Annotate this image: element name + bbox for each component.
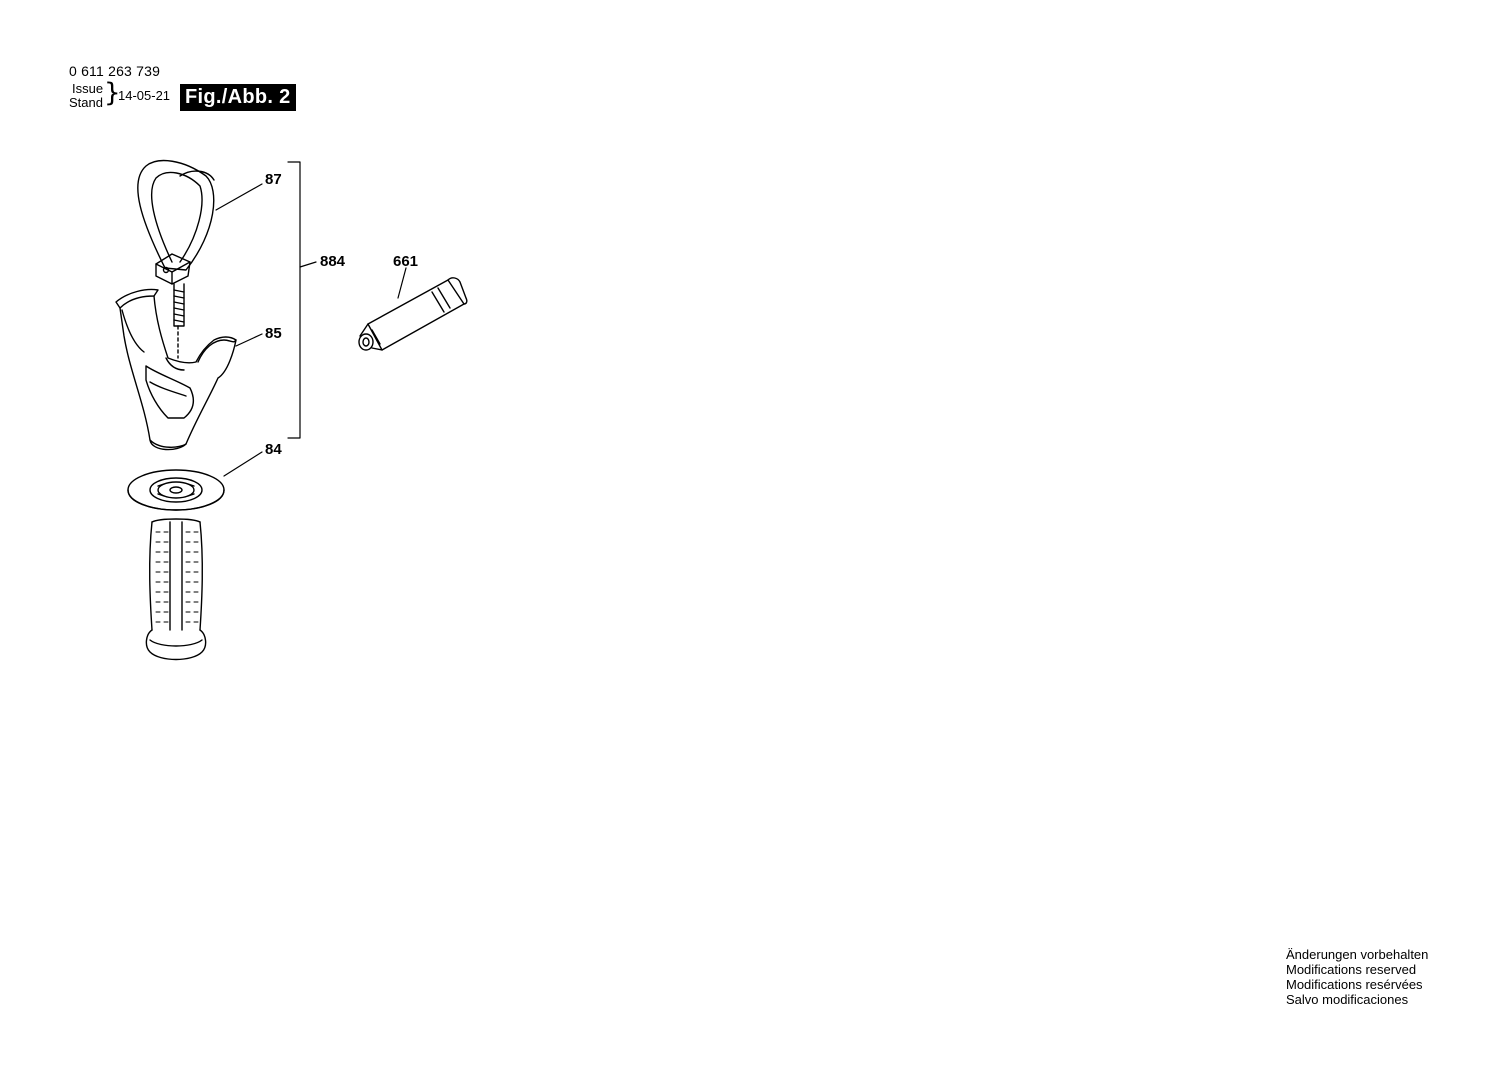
note-line: Salvo modificaciones <box>1286 992 1409 1007</box>
figure-badge: Fig./Abb. 2 <box>180 84 296 111</box>
callout-85: 85 <box>265 325 282 342</box>
callout-884: 884 <box>320 253 346 270</box>
issue-brace: } <box>104 78 121 108</box>
holder-part-85 <box>115 288 237 451</box>
callout-87: 87 <box>265 171 282 188</box>
grease-tube-part-661 <box>358 277 468 351</box>
callout-84: 84 <box>265 441 282 458</box>
leader-lines <box>215 161 407 477</box>
stand-label: Stand <box>69 95 103 110</box>
modification-notes: Änderungen vorbehalten Modifications res… <box>1286 947 1428 1007</box>
issue-date: 14-05-21 <box>118 88 171 103</box>
note-line: Modifications resérvées <box>1286 977 1423 992</box>
note-line: Modifications reserved <box>1286 962 1417 977</box>
note-line: Änderungen vorbehalten <box>1286 947 1429 962</box>
issue-label: Issue <box>72 81 104 96</box>
part-number: 0 611 263 739 <box>69 63 161 79</box>
callout-661: 661 <box>393 253 418 270</box>
side-handle-part-84 <box>127 469 225 661</box>
strap-loop-part-87 <box>137 159 215 359</box>
